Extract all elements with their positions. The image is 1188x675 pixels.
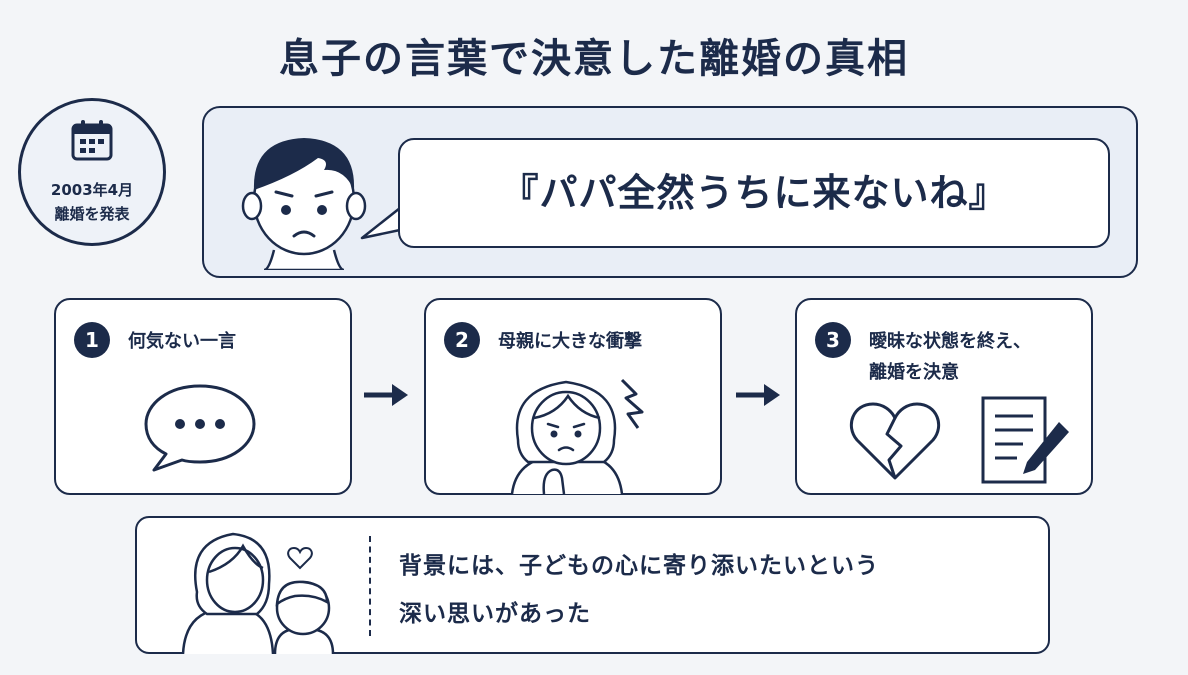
heart-icon [287,546,313,570]
step-label: 何気ない一言 [128,331,236,352]
document-pen-icon [981,396,1069,484]
quote-text: 『パパ全然うちに来ないね』 [500,171,1008,215]
background-text-line1: 背景には、子どもの心に寄り添いたいという [399,553,879,579]
step-label-line2: 離婚を決意 [869,362,959,383]
step-label: 曖昧な状態を終え、 [869,331,1031,352]
speech-bubble-icon [144,384,256,472]
boy-face-icon [241,138,367,270]
divider [369,536,371,636]
background-panel: 背景には、子どもの心に寄り添いたいという 深い思いがあった [135,516,1050,654]
step-card-2: 2 母親に大きな衝撃 [424,298,722,495]
background-text-line2: 深い思いがあった [399,601,591,627]
mother-child-icon [181,532,335,654]
step-card-3: 3 曖昧な状態を終え、 離婚を決意 [795,298,1093,495]
quote-bubble: 『パパ全然うちに来ないね』 [398,138,1110,248]
date-text: 2003年4月 [50,181,134,199]
step-number: 2 [444,322,480,358]
calendar-icon [71,120,113,161]
speech-bubble-tail [360,207,401,240]
worried-woman-icon [510,378,644,494]
date-caption: 離婚を発表 [54,205,130,223]
date-badge: 2003年4月 離婚を発表 [18,98,166,246]
step-number: 3 [815,322,851,358]
page-title: 息子の言葉で決意した離婚の真相 [279,36,909,82]
arrow-right-icon [736,384,780,406]
quote-panel: 『パパ全然うちに来ないね』 [202,106,1138,278]
broken-heart-icon [850,402,940,480]
arrow-right-icon [364,384,408,406]
step-number: 1 [74,322,110,358]
step-card-1: 1 何気ない一言 [54,298,352,495]
step-label: 母親に大きな衝撃 [498,331,642,352]
